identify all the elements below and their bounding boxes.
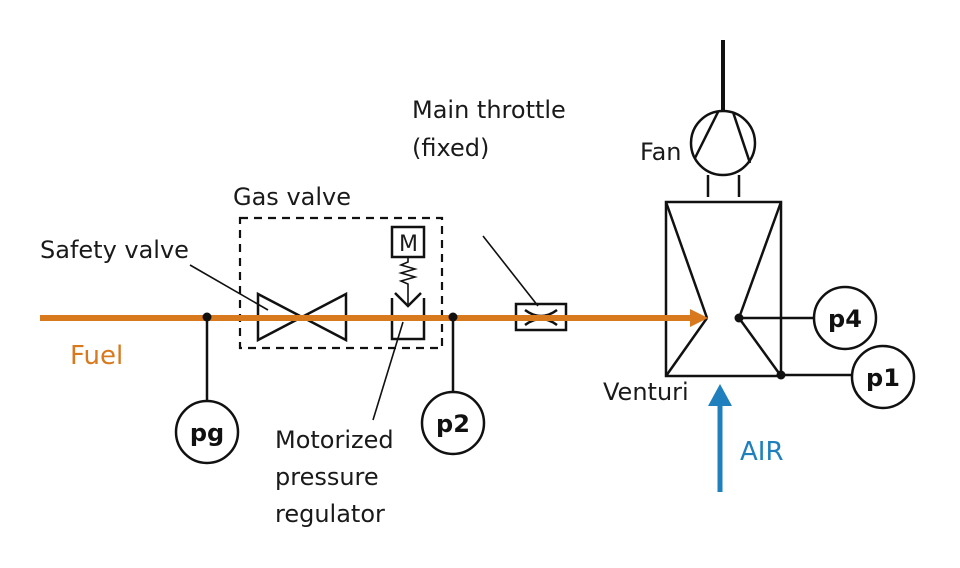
venturi-label: Venturi xyxy=(603,378,689,406)
pressure-gauge-p1: p1 xyxy=(850,344,916,410)
pressure-gauge-pg: pg xyxy=(174,399,240,465)
air-label: AIR xyxy=(740,437,784,467)
air-arrowhead xyxy=(708,384,732,406)
p4-gauge-label: p4 xyxy=(828,305,862,333)
fuel-label: Fuel xyxy=(70,341,123,371)
pressure-gauge-p2: p2 xyxy=(420,390,486,456)
main-throttle-leader-line xyxy=(482,235,539,307)
regulator-label-line1: Motorized xyxy=(275,426,394,454)
gas-valve-label: Gas valve xyxy=(233,183,351,211)
main-throttle-label-line2: (fixed) xyxy=(412,134,489,162)
venturi-icon xyxy=(664,200,783,378)
main-throttle-label-line1: Main throttle xyxy=(412,96,566,124)
safety-valve-label: Safety valve xyxy=(40,236,189,264)
gas-valve-enclosure xyxy=(238,216,444,350)
pg-gauge-label: pg xyxy=(190,419,224,447)
pressure-regulator-icon: M xyxy=(390,225,426,341)
pressure-gauge-p4: p4 xyxy=(812,285,878,351)
fan-label: Fan xyxy=(640,138,682,166)
p2-gauge-label: p2 xyxy=(436,410,470,438)
fuel-arrowhead xyxy=(690,309,708,327)
fan-icon xyxy=(689,109,757,177)
regulator-spring xyxy=(398,257,418,304)
motor-label: M xyxy=(399,232,418,257)
regulator-label-line2: pressure xyxy=(275,463,379,491)
safety-valve-leader-line xyxy=(189,264,269,311)
regulator-leader-line xyxy=(372,321,404,421)
regulator-label-line3: regulator xyxy=(275,500,385,528)
p1-gauge-label: p1 xyxy=(866,364,900,392)
